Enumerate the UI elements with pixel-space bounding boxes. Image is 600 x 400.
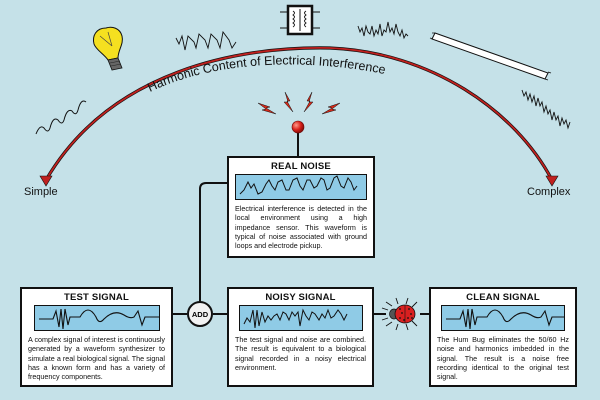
sensor-ball-icon [291, 120, 305, 134]
sine-wave-icon [35, 100, 87, 135]
clean-signal-waveform [441, 305, 565, 331]
test-signal-title: TEST SIGNAL [63, 292, 129, 303]
clean-signal-box: CLEAN SIGNAL The Hum Bug eliminates the … [429, 287, 577, 387]
noisy-signal-description: The test signal and noise are combined. … [235, 335, 366, 372]
transformer-icon [280, 4, 320, 36]
test-signal-box: TEST SIGNAL A complex signal of interest… [20, 287, 173, 387]
noisy-wave-icon [357, 21, 409, 40]
lightning-bolts-icon [257, 91, 341, 115]
real-noise-description: Electrical interference is detected in t… [235, 204, 367, 251]
arc-title-text: Harmonic Content of Electrical Interfere… [145, 53, 386, 94]
add-node: ADD [187, 301, 213, 327]
arc-title: Harmonic Content of Electrical Interfere… [145, 53, 386, 94]
harmonic-arc [45, 47, 553, 181]
complex-label: Complex [527, 186, 571, 198]
test-signal-waveform [33, 305, 160, 331]
hum-bug-icon [381, 297, 418, 331]
clean-signal-description: The Hum Bug eliminates the 50/60 Hz nois… [437, 335, 569, 382]
simple-label: Simple [24, 186, 58, 198]
noisy-signal-box: NOISY SIGNAL The test signal and noise a… [227, 287, 374, 387]
arc-arrow-right-icon [545, 175, 559, 187]
light-bulb-icon [93, 26, 123, 71]
square-wave-icon [175, 30, 237, 51]
real-noise-box: REAL NOISE Electrical interference is de… [227, 156, 375, 258]
clean-signal-title: CLEAN SIGNAL [466, 292, 540, 303]
noisy-signal-waveform [238, 305, 363, 331]
test-signal-description: A complex signal of interest is continuo… [28, 335, 165, 382]
noisy-signal-title: NOISY SIGNAL [265, 292, 336, 303]
noise-to-add-connector [199, 182, 228, 307]
real-noise-title: REAL NOISE [271, 161, 331, 172]
complex-wave-icon [521, 89, 571, 130]
real-noise-waveform [235, 174, 367, 200]
fluorescent-tube-icon [429, 32, 552, 81]
arc-arrow-left-icon [39, 175, 53, 187]
